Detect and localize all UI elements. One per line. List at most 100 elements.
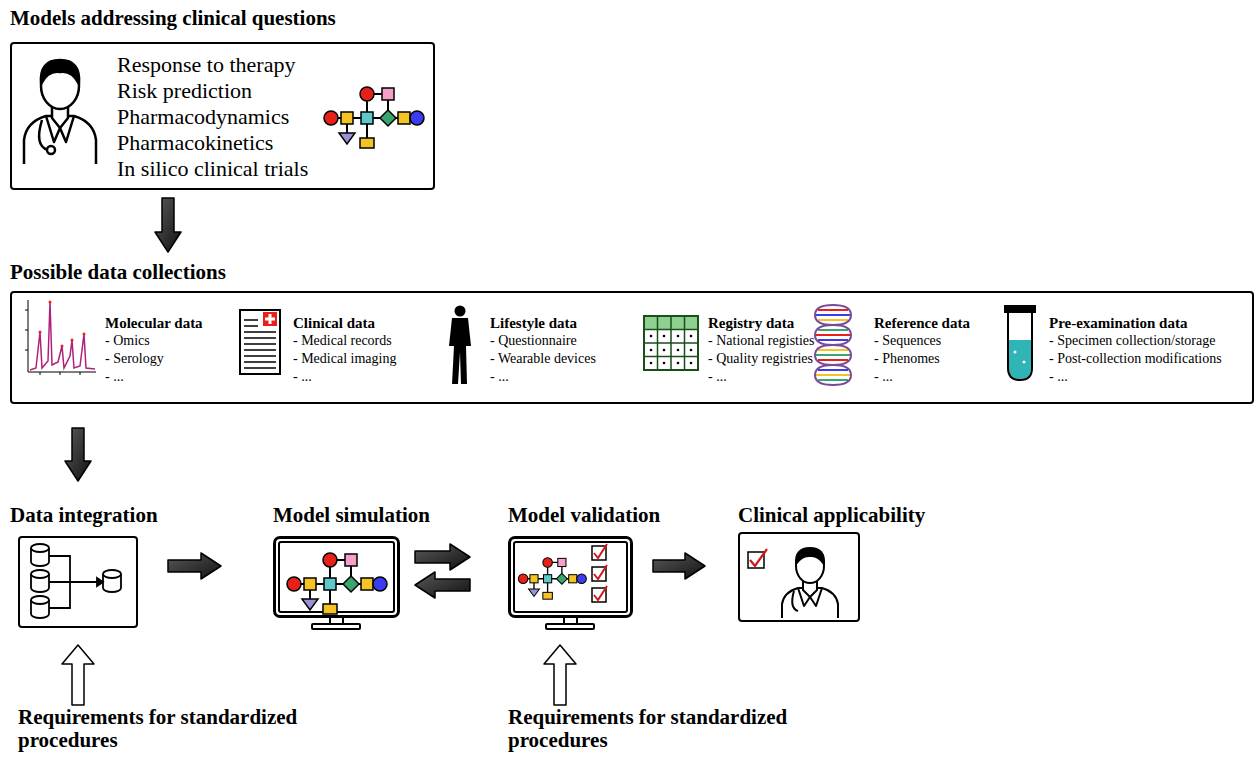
registry-icon <box>690 335 693 338</box>
category-title: Registry data <box>708 314 794 332</box>
registry-icon <box>650 362 653 365</box>
category-item: - National registies <box>708 332 815 350</box>
list-item: Risk prediction <box>117 78 252 104</box>
checkbox-icon <box>592 544 767 602</box>
registry-icon <box>690 349 693 352</box>
section-heading: Clinical applicability <box>738 503 925 527</box>
registry-icon <box>644 316 698 370</box>
monitor-box: Model validation <box>508 503 660 618</box>
monitor-stand <box>514 542 627 612</box>
tube-icon <box>1009 340 1031 379</box>
doctor-icon <box>796 548 824 564</box>
dna-icon <box>818 349 848 351</box>
category-item: - Phenomes <box>874 350 940 368</box>
category-item: - ... <box>105 368 124 386</box>
category-item: - Wearable devices <box>490 350 596 368</box>
category-item: - ... <box>708 368 727 386</box>
flow-arrow <box>653 553 705 579</box>
requirement-arrow <box>62 645 94 705</box>
category-title: Reference data <box>874 314 970 332</box>
category-item: - Sequences <box>874 332 941 350</box>
spectrum-icon <box>28 300 96 372</box>
category-title: Lifestyle data <box>490 314 577 332</box>
database-icon <box>31 544 49 552</box>
dna-icon <box>818 369 848 371</box>
list-item: In silico clinical trials <box>117 156 308 182</box>
section-heading: Data integration <box>10 503 158 527</box>
category-item: - Omics <box>105 332 150 350</box>
flow-arrow <box>415 544 470 570</box>
network-icon <box>518 558 586 599</box>
registry-icon <box>677 362 680 365</box>
category-title: Pre-examination data <box>1049 314 1187 332</box>
category-item: - Quality registries <box>708 350 813 368</box>
tube-icon <box>1023 361 1026 364</box>
process-box: Clinical applicability <box>738 503 925 622</box>
process-box: Data integration <box>10 503 158 628</box>
database-icon <box>31 570 49 578</box>
flow-arrow <box>168 553 221 579</box>
requirement-note: Requirements for standardized procedures <box>18 706 358 752</box>
category-item: - Serology <box>105 350 164 368</box>
dna-icon <box>818 309 848 311</box>
tube-icon <box>1008 313 1032 380</box>
registry-icon <box>644 316 698 370</box>
registry-icon <box>690 362 693 365</box>
list-item: Response to therapy <box>117 52 295 78</box>
dna-icon <box>815 374 851 376</box>
flow-arrow <box>65 428 91 481</box>
dna-icon <box>818 379 848 381</box>
category-title: Clinical data <box>293 314 375 332</box>
dna-icon <box>815 305 851 385</box>
record-icon <box>263 312 277 326</box>
database-icon <box>49 556 97 608</box>
doctor-icon <box>39 120 48 150</box>
monitor-outline <box>508 536 633 618</box>
registry-icon <box>677 349 680 352</box>
question-panel: Models addressing clinical questionsResp… <box>10 6 435 190</box>
category-item: - ... <box>490 368 509 386</box>
person-icon <box>455 306 466 317</box>
network-icon <box>324 87 424 148</box>
category-item: - Medical records <box>293 332 392 350</box>
section-heading: Models addressing clinical questions <box>10 6 336 30</box>
checkbox-icon <box>750 549 767 566</box>
doctor-icon <box>24 60 96 164</box>
monitor-outline <box>273 536 400 618</box>
dna-icon <box>815 354 851 356</box>
database-icon <box>103 570 121 578</box>
record-icon <box>240 310 280 374</box>
dna-icon <box>815 334 851 336</box>
list-item: Pharmacokinetics <box>117 130 273 156</box>
record-icon <box>244 320 276 368</box>
registry-icon <box>663 335 666 338</box>
database-icon <box>97 578 103 586</box>
section-heading: Model simulation <box>273 503 430 527</box>
spectrum-icon <box>61 345 64 348</box>
box-outline <box>18 536 138 628</box>
registry-icon <box>650 335 693 365</box>
doctor-icon <box>798 588 822 606</box>
monitor-stand <box>312 624 360 629</box>
box-outline <box>738 532 860 622</box>
dna-icon <box>818 359 848 361</box>
spectrum-icon <box>49 301 52 304</box>
spectrum-icon <box>71 339 74 342</box>
requirement-arrow <box>544 645 576 705</box>
spectrum-icon <box>83 333 86 336</box>
person-icon <box>449 306 471 385</box>
dna-icon <box>818 339 848 341</box>
spectrum-icon <box>25 300 96 375</box>
dna-icon <box>818 329 848 331</box>
registry-icon <box>677 335 680 338</box>
record-icon <box>240 310 280 374</box>
flow-arrow <box>415 572 470 598</box>
monitor-box: Model simulation <box>273 503 430 618</box>
spectrum-icon <box>39 331 42 334</box>
registry-icon <box>650 349 653 352</box>
person-icon <box>449 318 471 384</box>
dna-icon <box>815 305 851 385</box>
requirement-arrow <box>62 645 576 705</box>
checkbox-icon <box>594 544 607 600</box>
